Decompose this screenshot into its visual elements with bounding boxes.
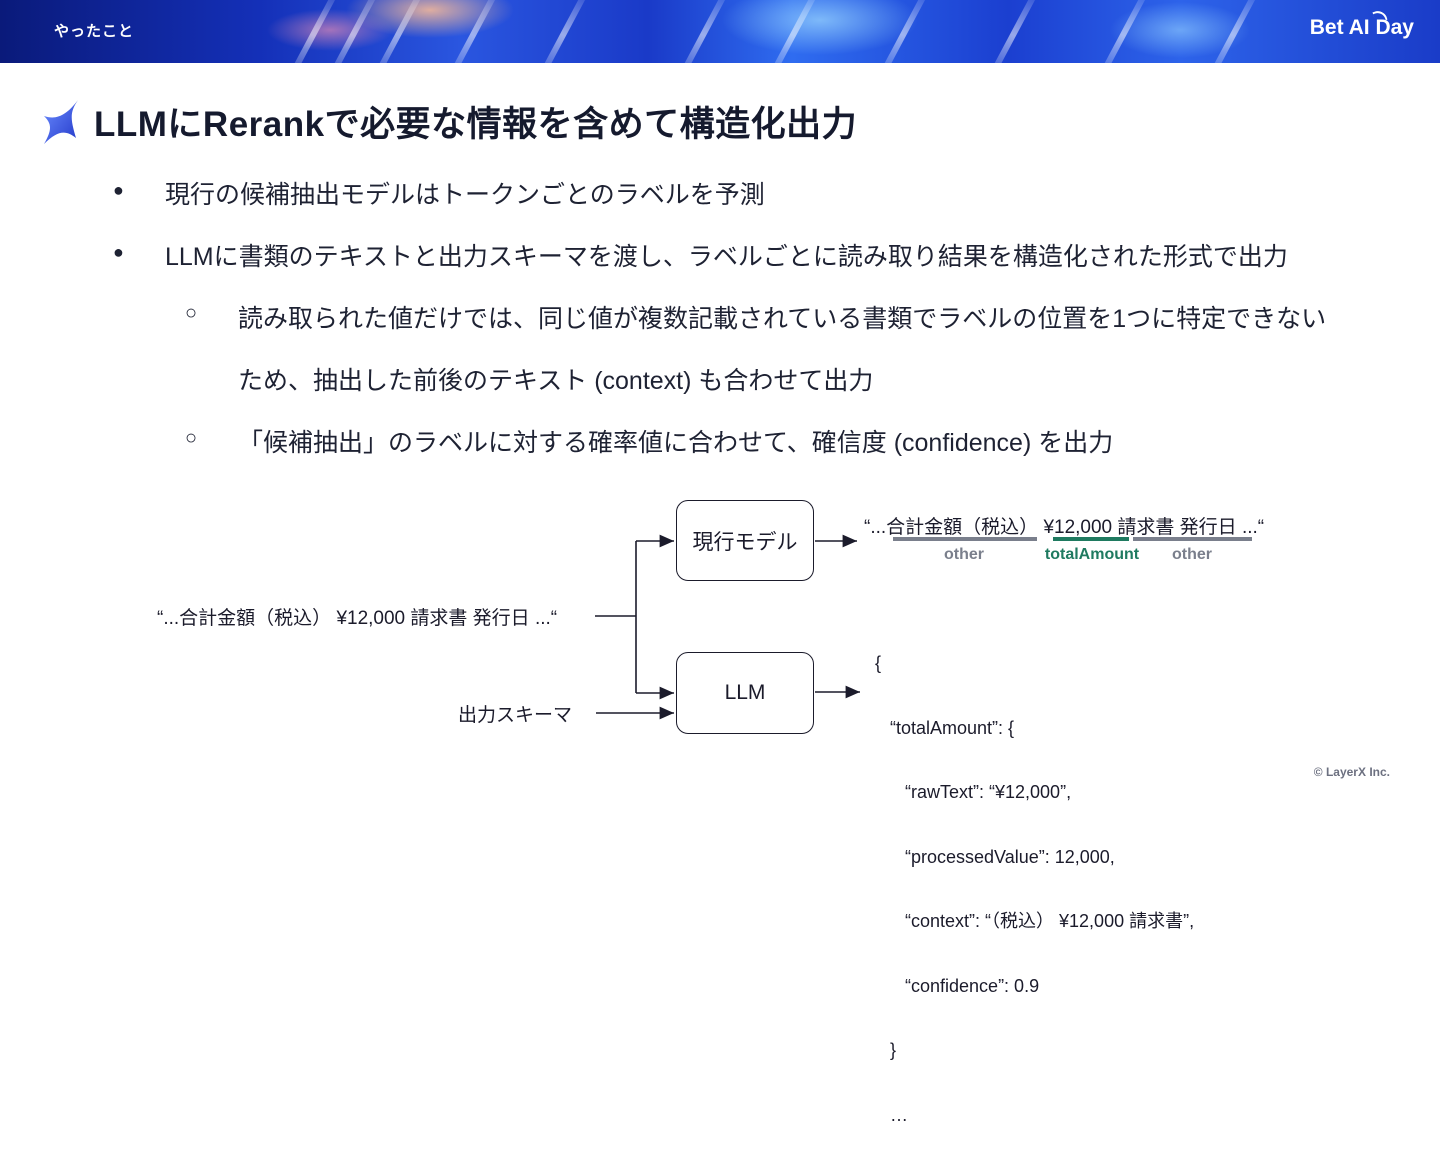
sub-bullet-item-continued: ため、抽出した前後のテキスト (context) も合わせて出力 (238, 367, 874, 395)
json-line: “rawText”: “¥12,000”, (875, 782, 1072, 802)
json-line: “confidence”: 0.9 (875, 975, 1040, 996)
bullet-item: LLMに書類のテキストと出力スキーマを渡し、ラベルごとに読み取り結果を構造化され… (165, 243, 1288, 271)
input-document-text: “...合計金額（税込） ¥12,000 請求書 発行日 ...“ (157, 608, 558, 629)
flow-diagram: “...合計金額（税込） ¥12,000 請求書 発行日 ...“ 出力スキーマ… (157, 500, 1265, 1125)
current-model-output-text: “...合計金額（税込） ¥12,000 請求書 発行日 ...“ (864, 517, 1265, 538)
page-title: LLMにRerankで必要な情報を含めて構造化出力 (94, 105, 858, 144)
sub-bullet-item: 「候補抽出」のラベルに対する確率値に合わせて、確信度 (confidence) … (238, 429, 1114, 457)
json-line: “totalAmount”: { (875, 717, 1015, 738)
sub-bullet-circle: ○ (185, 427, 198, 449)
json-output: { “totalAmount”: { “rawText”: “¥12,000”,… (875, 610, 1194, 1169)
current-model-box: 現行モデル (676, 500, 814, 581)
llm-box: LLM (676, 652, 814, 734)
schema-label: 出力スキーマ (458, 705, 573, 726)
sparkle-icon (44, 100, 78, 144)
copyright-footer: © LayerX Inc. (1313, 765, 1390, 779)
sub-bullet-circle: ○ (185, 302, 198, 324)
token-label: other (944, 546, 984, 563)
sub-bullet-item: 読み取られた値だけでは、同じ値が複数記載されている書類でラベルの位置を1つに特定… (238, 305, 1327, 333)
bullet-dot: ● (113, 180, 124, 200)
json-line: “processedValue”: 12,000, (875, 846, 1115, 867)
token-label-highlight: totalAmount (1044, 546, 1140, 563)
json-line: { (875, 653, 882, 673)
section-label: やったこと (54, 23, 135, 40)
brand-logo: Bet AI Day (1309, 16, 1414, 39)
json-line: “context”: “（税込） ¥12,000 請求書”, (875, 911, 1195, 931)
bullet-item: 現行の候補抽出モデルはトークンごとのラベルを予測 (165, 181, 765, 209)
header-banner: やったこと Bet AI Day (0, 0, 1440, 63)
bullet-dot: ● (113, 242, 124, 262)
diagram-connectors (595, 534, 1252, 720)
json-line: } (875, 1040, 897, 1060)
token-label: other (1172, 546, 1212, 563)
json-line: … (875, 1104, 909, 1125)
